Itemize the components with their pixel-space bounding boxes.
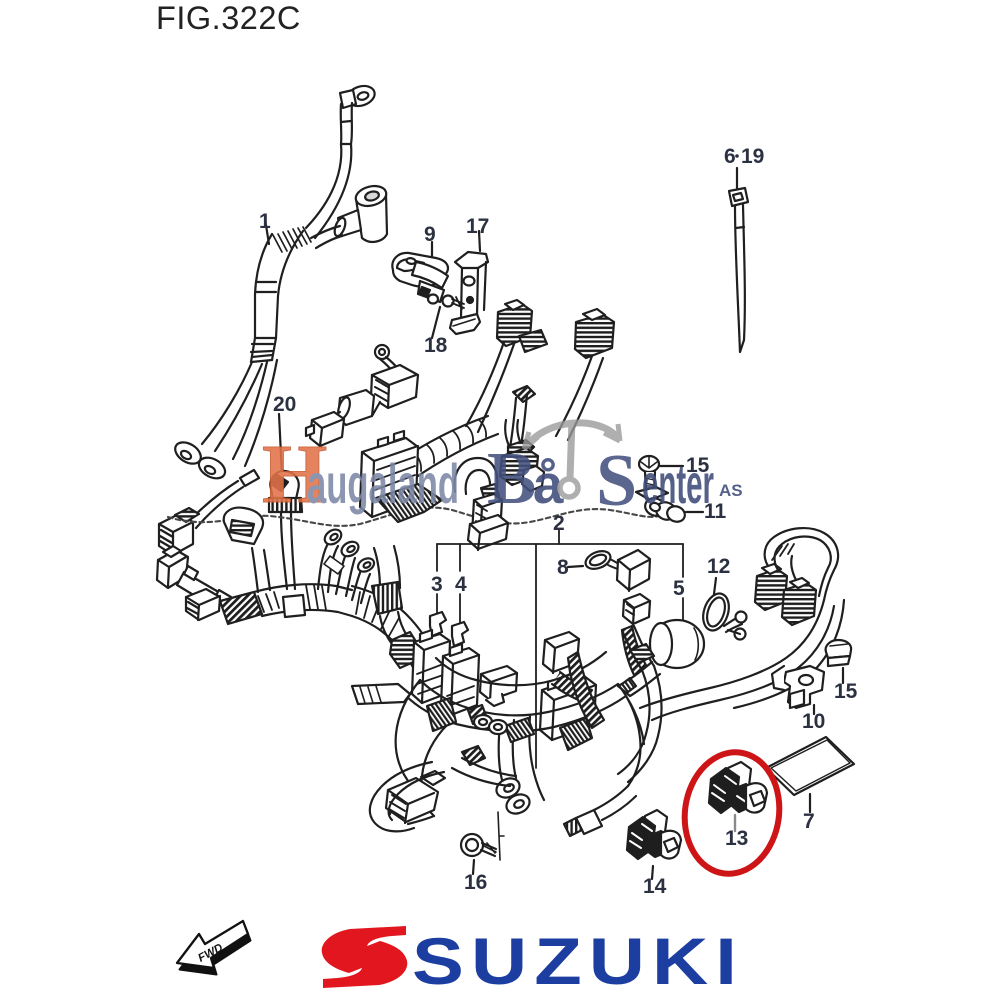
svg-text:S: S	[596, 440, 637, 522]
svg-text:augaland: augaland	[307, 452, 459, 515]
svg-text:16: 16	[464, 871, 487, 894]
svg-text:7: 7	[803, 810, 815, 833]
svg-text:AS: AS	[719, 481, 743, 500]
svg-text:12: 12	[707, 555, 730, 578]
svg-text:1: 1	[259, 210, 271, 233]
svg-text:SUZUKI: SUZUKI	[412, 924, 744, 998]
svg-text:13: 13	[725, 827, 748, 850]
svg-text:15: 15	[834, 680, 858, 703]
svg-text:5: 5	[673, 577, 685, 600]
svg-text:14: 14	[643, 875, 667, 898]
svg-text:20: 20	[273, 393, 296, 416]
svg-text:H: H	[262, 428, 327, 521]
svg-text:FIG.322C: FIG.322C	[156, 0, 301, 36]
svg-text:2: 2	[553, 512, 565, 535]
svg-text:B: B	[487, 438, 536, 520]
svg-text:11: 11	[704, 500, 727, 523]
svg-text:8: 8	[557, 556, 569, 579]
svg-text:9: 9	[424, 223, 436, 246]
svg-text:6: 6	[724, 145, 736, 168]
svg-text:19: 19	[741, 145, 764, 168]
svg-text:15: 15	[686, 454, 710, 477]
svg-text:17: 17	[466, 215, 489, 238]
svg-text:4: 4	[455, 573, 467, 596]
svg-text:enter: enter	[642, 452, 714, 515]
svg-text:10: 10	[802, 710, 825, 733]
svg-text:18: 18	[424, 334, 448, 357]
svg-text:3: 3	[431, 573, 443, 596]
